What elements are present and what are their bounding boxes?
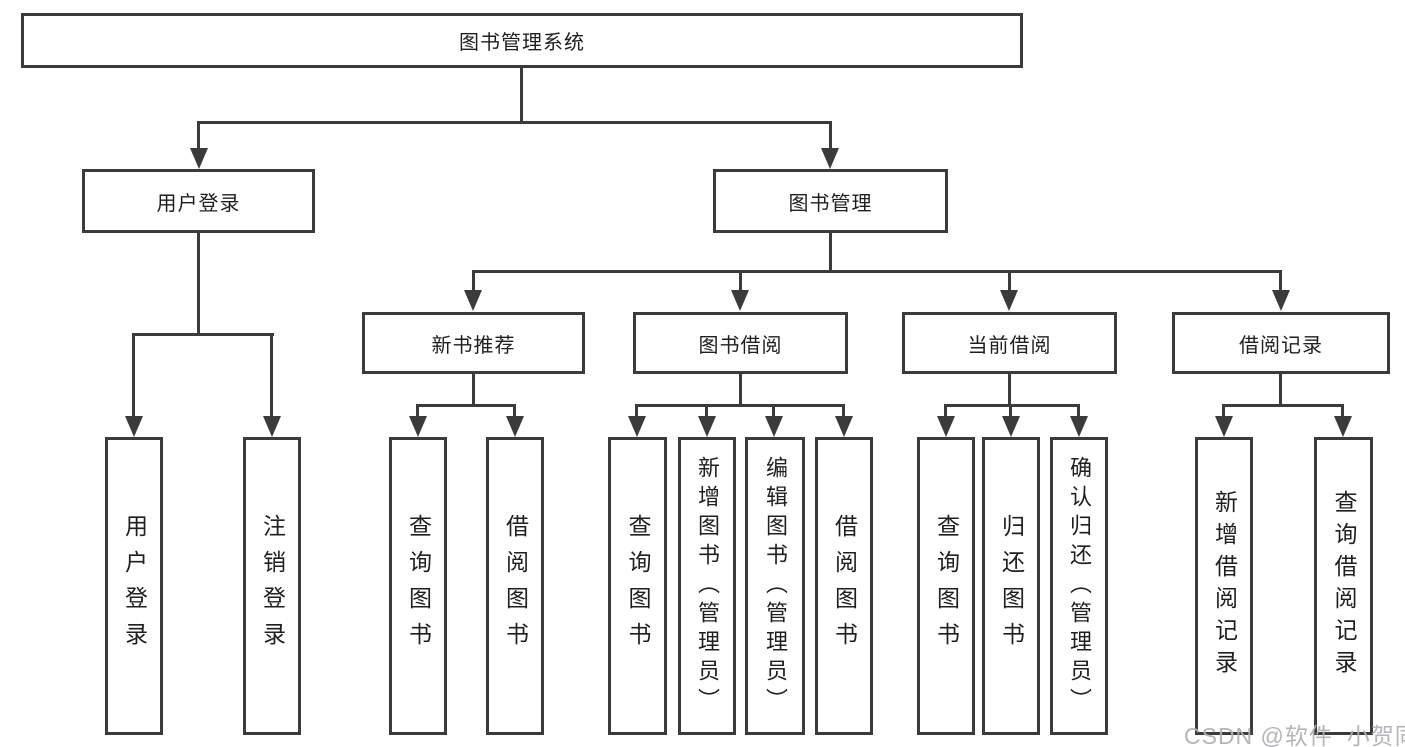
node-book-borrowing: 图书借阅: [633, 312, 848, 374]
arrowhead-borrow-records: [1272, 290, 1290, 311]
edge-stub-c3: [772, 404, 775, 418]
leaf-add-books-admin: 新增图书（管理员）: [678, 437, 736, 735]
arrowhead-c1: [628, 416, 646, 437]
node-user-login: 用户登录: [82, 169, 315, 233]
edge-stub-d2: [1009, 404, 1012, 418]
leaf-logout-label: 注销登录: [259, 514, 286, 658]
edge-root-split-line: [197, 121, 832, 124]
leaf-query-books-recommend: 查询图书: [389, 437, 447, 735]
leaf-query-borrow-record-label: 查询借阅记录: [1331, 490, 1357, 682]
edge-user-login-trunk: [197, 233, 200, 336]
leaf-return-books: 归还图书: [982, 437, 1040, 735]
edge-stub-e1: [1222, 404, 1225, 418]
leaf-user-login: 用户登录: [105, 437, 163, 735]
arrowhead-d2: [1002, 416, 1020, 437]
edge-borrow-records-trunk: [1279, 374, 1282, 407]
node-library-management-system: 图书管理系统: [21, 13, 1023, 68]
leaf-add-borrow-record: 新增借阅记录: [1195, 437, 1253, 735]
leaf-user-login-label: 用户登录: [121, 514, 148, 658]
arrowhead-user-login: [190, 148, 208, 169]
arrowhead-c4: [835, 416, 853, 437]
leaf-confirm-return-admin: 确认归还（管理员）: [1050, 437, 1108, 735]
arrowhead-d1: [937, 416, 955, 437]
leaf-borrow-books-recommend-label: 借阅图书: [502, 514, 529, 658]
edge-book-management-trunk: [829, 233, 832, 273]
leaf-return-books-label: 归还图书: [998, 514, 1025, 658]
edge-current-borrow-split-line: [944, 404, 1080, 407]
edge-stub-d3: [1077, 404, 1080, 418]
arrowhead-login-leaf: [125, 416, 143, 437]
arrowhead-b1: [409, 416, 427, 437]
edge-to-current-borrow: [1008, 270, 1011, 291]
leaf-borrow-books-label: 借阅图书: [831, 514, 858, 658]
edge-root-trunk: [520, 68, 523, 124]
node-book-management: 图书管理: [713, 169, 948, 233]
node-new-book-recommend: 新书推荐: [362, 312, 585, 374]
leaf-borrow-books-recommend: 借阅图书: [486, 437, 544, 735]
arrowhead-c3: [765, 416, 783, 437]
leaf-query-books-current-label: 查询图书: [933, 514, 960, 658]
edge-book-borrow-split-line: [635, 404, 845, 407]
leaf-query-books-borrowing-label: 查询图书: [625, 514, 651, 658]
edge-book-management-split-line: [472, 270, 1282, 273]
leaf-borrow-books: 借阅图书: [815, 437, 873, 735]
edge-stub-b1: [416, 404, 419, 418]
leaf-edit-books-admin: 编辑图书（管理员）: [745, 437, 805, 735]
edge-stub-c1: [635, 404, 638, 418]
leaf-query-books-borrowing: 查询图书: [608, 437, 667, 735]
arrowhead-e2: [1334, 416, 1352, 437]
edge-to-login-leaf: [132, 333, 135, 418]
leaf-logout: 注销登录: [243, 437, 301, 735]
edge-to-new-book: [472, 270, 475, 291]
leaf-query-books-recommend-label: 查询图书: [405, 514, 432, 658]
leaf-query-borrow-record: 查询借阅记录: [1314, 437, 1373, 735]
edge-new-book-trunk: [472, 374, 475, 407]
edge-stub-e2: [1341, 404, 1344, 418]
edge-to-book-borrow: [739, 270, 742, 291]
arrowhead-b2: [506, 416, 524, 437]
arrowhead-c2: [698, 416, 716, 437]
edge-stub-c2: [705, 404, 708, 418]
edge-stub-d1: [944, 404, 947, 418]
leaf-query-books-current: 查询图书: [917, 437, 975, 735]
arrowhead-logout-leaf: [263, 416, 281, 437]
arrowhead-new-book: [464, 290, 482, 311]
edge-stub-c4: [842, 404, 845, 418]
edge-to-book-management: [829, 121, 832, 149]
leaf-confirm-return-admin-label: 确认归还（管理员）: [1067, 455, 1092, 717]
edge-book-borrow-trunk: [739, 374, 742, 407]
arrowhead-d3: [1070, 416, 1088, 437]
edge-current-borrow-trunk: [1008, 374, 1011, 407]
leaf-add-borrow-record-label: 新增借阅记录: [1211, 490, 1238, 682]
node-borrowing-records: 借阅记录: [1172, 312, 1390, 374]
edge-to-user-login: [197, 121, 200, 149]
edge-stub-b2: [513, 404, 516, 418]
edge-new-book-split-line: [416, 404, 516, 407]
arrowhead-current-borrow: [1000, 290, 1018, 311]
arrowhead-book-management: [821, 148, 839, 169]
leaf-add-books-admin-label: 新增图书（管理员）: [695, 455, 720, 717]
arrowhead-book-borrow: [731, 290, 749, 311]
edge-borrow-records-split-line: [1222, 404, 1344, 407]
edge-user-login-split-line: [132, 333, 274, 336]
arrowhead-e1: [1215, 416, 1233, 437]
edge-to-logout-leaf: [270, 333, 273, 418]
csdn-watermark: CSDN @软件_小贺同学: [1184, 723, 1405, 747]
node-current-borrowing: 当前借阅: [902, 312, 1117, 374]
leaf-edit-books-admin-label: 编辑图书（管理员）: [763, 455, 788, 717]
edge-to-borrow-records: [1279, 270, 1282, 291]
